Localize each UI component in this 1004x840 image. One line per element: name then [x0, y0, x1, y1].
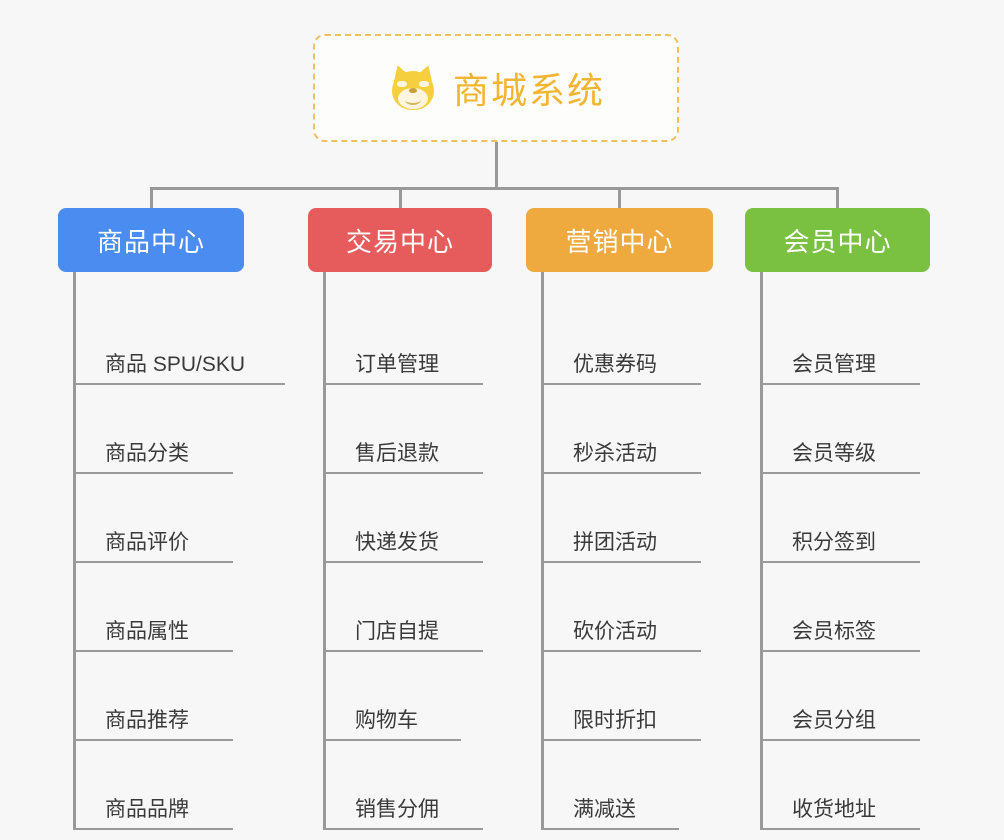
- leaf-item-underline: [760, 650, 920, 652]
- leaf-item-underline: [323, 561, 483, 563]
- leaf-item-label: 会员分组: [792, 709, 876, 732]
- leaf-item[interactable]: 会员分组: [760, 652, 920, 741]
- leaf-item-underline: [760, 828, 920, 830]
- shiba-dog-face-icon: [387, 62, 439, 114]
- leaf-item-underline: [323, 650, 483, 652]
- leaf-item[interactable]: 商品品牌: [73, 741, 233, 830]
- leaf-item-underline: [760, 472, 920, 474]
- leaf-item[interactable]: 会员标签: [760, 563, 920, 652]
- leaf-item-label: 商品 SPU/SKU: [105, 353, 246, 376]
- leaf-item-label: 砍价活动: [573, 620, 657, 643]
- leaf-item[interactable]: 售后退款: [323, 385, 483, 474]
- leaf-item-label: 商品品牌: [105, 798, 189, 821]
- category-header-label: 营销中心: [565, 226, 674, 257]
- leaf-item-label: 满减送: [573, 798, 636, 821]
- branch-drop-line-3: [618, 187, 621, 208]
- horizontal-bus-line: [149, 187, 839, 190]
- category-header-label: 交易中心: [345, 226, 454, 257]
- category-header-2[interactable]: 交易中心: [308, 208, 492, 272]
- leaf-item[interactable]: 商品评价: [73, 474, 233, 563]
- leaf-item[interactable]: 限时折扣: [541, 652, 701, 741]
- category-header-label: 商品中心: [96, 226, 205, 257]
- leaf-item-underline: [73, 739, 233, 741]
- leaf-item-label: 售后退款: [355, 442, 439, 465]
- leaf-item-underline: [760, 561, 920, 563]
- leaf-item-underline: [541, 828, 679, 830]
- leaf-item-label: 拼团活动: [573, 531, 657, 554]
- leaf-item-label: 快递发货: [355, 531, 439, 554]
- leaf-item[interactable]: 砍价活动: [541, 563, 701, 652]
- leaf-item[interactable]: 快递发货: [323, 474, 483, 563]
- root-title: 商城系统: [452, 70, 605, 111]
- column-spine-2: [323, 272, 326, 830]
- root-node-mall-system[interactable]: 商城系统: [313, 34, 679, 142]
- leaf-item-underline: [73, 561, 233, 563]
- leaf-item[interactable]: 拼团活动: [541, 474, 701, 563]
- leaf-item-underline: [73, 383, 285, 385]
- leaf-item-label: 收货地址: [792, 798, 876, 821]
- leaf-item-label: 优惠券码: [573, 353, 657, 376]
- category-header-label: 会员中心: [783, 226, 892, 257]
- category-header-3[interactable]: 营销中心: [526, 208, 713, 272]
- leaf-item-underline: [73, 650, 233, 652]
- leaf-item[interactable]: 商品分类: [73, 385, 233, 474]
- leaf-item-underline: [323, 472, 483, 474]
- leaf-item-label: 订单管理: [355, 353, 439, 376]
- leaf-item[interactable]: 订单管理: [323, 296, 483, 385]
- leaf-item-label: 会员标签: [792, 620, 876, 643]
- leaf-item[interactable]: 会员管理: [760, 296, 920, 385]
- leaf-item-underline: [323, 828, 483, 830]
- leaf-item[interactable]: 积分签到: [760, 474, 920, 563]
- leaf-item-label: 积分签到: [792, 531, 876, 554]
- leaf-item-label: 商品评价: [105, 531, 189, 554]
- leaf-item-label: 商品属性: [105, 620, 189, 643]
- leaf-item[interactable]: 销售分佣: [323, 741, 483, 830]
- leaf-item[interactable]: 门店自提: [323, 563, 483, 652]
- column-spine-4: [760, 272, 763, 830]
- branch-drop-line-4: [836, 187, 839, 208]
- leaf-item-label: 限时折扣: [573, 709, 657, 732]
- leaf-item[interactable]: 秒杀活动: [541, 385, 701, 474]
- leaf-item-underline: [541, 739, 701, 741]
- leaf-item-underline: [323, 383, 483, 385]
- leaf-item-label: 会员管理: [792, 353, 876, 376]
- leaf-item[interactable]: 收货地址: [760, 741, 920, 830]
- leaf-item[interactable]: 满减送: [541, 741, 679, 830]
- category-header-1[interactable]: 商品中心: [58, 208, 244, 272]
- column-spine-3: [541, 272, 544, 830]
- leaf-item-label: 销售分佣: [355, 798, 439, 821]
- leaf-item-label: 商品分类: [105, 442, 189, 465]
- leaf-item-label: 门店自提: [355, 620, 439, 643]
- column-spine-1: [73, 272, 76, 830]
- leaf-item-label: 商品推荐: [105, 709, 189, 732]
- leaf-item[interactable]: 商品推荐: [73, 652, 233, 741]
- leaf-item-label: 会员等级: [792, 442, 876, 465]
- root-stem-line: [494, 142, 498, 187]
- branch-drop-line-1: [149, 187, 153, 208]
- leaf-item[interactable]: 优惠券码: [541, 296, 701, 385]
- leaf-item-label: 秒杀活动: [573, 442, 657, 465]
- leaf-item-underline: [73, 828, 233, 830]
- category-header-4[interactable]: 会员中心: [745, 208, 930, 272]
- leaf-item-underline: [541, 561, 701, 563]
- branch-drop-line-2: [398, 187, 402, 208]
- leaf-item-underline: [541, 383, 701, 385]
- leaf-item-underline: [760, 739, 920, 741]
- leaf-item[interactable]: 商品属性: [73, 563, 233, 652]
- leaf-item-underline: [760, 383, 920, 385]
- leaf-item-label: 购物车: [355, 709, 418, 732]
- leaf-item[interactable]: 购物车: [323, 652, 461, 741]
- leaf-item[interactable]: 会员等级: [760, 385, 920, 474]
- leaf-item-underline: [73, 472, 233, 474]
- leaf-item-underline: [541, 650, 701, 652]
- leaf-item[interactable]: 商品 SPU/SKU: [73, 296, 285, 385]
- leaf-item-underline: [323, 739, 461, 741]
- leaf-item-underline: [541, 472, 701, 474]
